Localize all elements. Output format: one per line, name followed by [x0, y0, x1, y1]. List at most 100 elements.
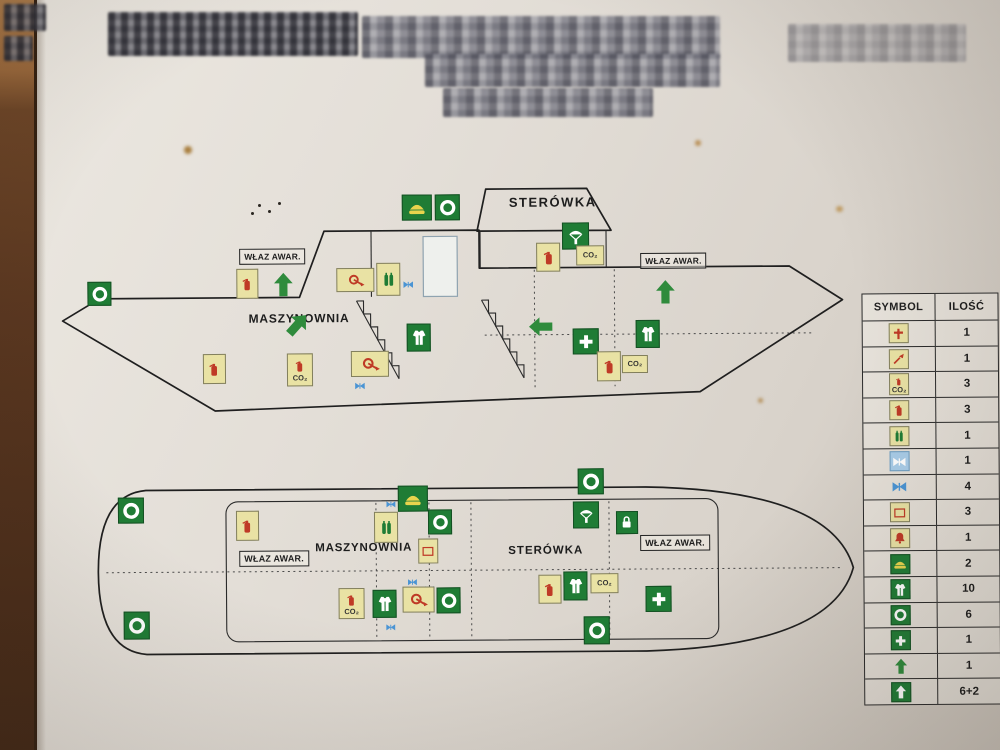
escape-hatch-label: WŁAZ AWAR.: [640, 252, 707, 270]
co2-tag-icon: CO₂: [576, 245, 605, 266]
valve-icon: [400, 278, 416, 292]
lifebuoy-icon: [436, 587, 461, 614]
gas-cylinders-icon: [376, 262, 401, 296]
ship-deckplan-outline: [97, 486, 855, 656]
legend-row: 1: [864, 652, 1000, 679]
legend-row: 2: [864, 549, 1000, 577]
dirt-speck: [251, 212, 254, 215]
redacted-corner-block: [4, 4, 46, 31]
legend-quantity: 1: [963, 352, 971, 365]
first-aid-icon: [572, 328, 599, 355]
redacted-title-block: [108, 12, 358, 56]
fire-extinguisher-icon: [538, 574, 562, 604]
lifebuoy-icon: [583, 616, 610, 645]
escape-route-arrow-icon: [269, 265, 297, 303]
valve-icon: [384, 621, 398, 634]
legend-header-row: SYMBOL ILOŚĆ: [862, 293, 997, 321]
legend-row: 1: [864, 626, 1000, 654]
legend-quantity: 1: [964, 531, 972, 544]
fire-extinguisher-icon: [236, 268, 259, 299]
legend-quantity-header: ILOŚĆ: [948, 300, 985, 313]
legend-row: 3: [863, 498, 1000, 526]
legend-gas-cylinders-icon: [889, 425, 910, 446]
co2-tag-icon: CO₂: [621, 354, 648, 374]
legend-quantity: 1: [964, 454, 971, 468]
legend-row: 10: [864, 575, 1000, 602]
valve-icon: [384, 498, 398, 511]
lifebuoy-icon: [123, 611, 150, 640]
lifejacket-icon: [635, 319, 660, 349]
redacted-corner-block: [4, 36, 33, 61]
legend-quantity: 10: [962, 582, 975, 596]
fire-extinguisher-icon: [536, 242, 561, 272]
legend-powder-extinguisher-icon: [889, 400, 910, 421]
escape-route-arrow-icon: [651, 273, 679, 311]
legend-quantity: 1: [963, 327, 970, 340]
lifejacket-icon: [406, 323, 431, 352]
legend-row: 1: [863, 447, 999, 475]
escape-hatch-label: WŁAZ AWAR.: [239, 550, 309, 567]
legend-quantity: 4: [964, 480, 972, 493]
legend-quantity: 6: [965, 608, 972, 621]
legend-row: CO₂ 3: [862, 370, 999, 398]
legend-symbol-header: SYMBOL: [862, 293, 936, 321]
dirt-speck: [268, 210, 271, 213]
legend-quantity: 1: [965, 634, 973, 647]
fire-hose-reel-icon: [402, 586, 435, 613]
lifebuoy-icon: [427, 509, 453, 535]
legend-assembly-arrow-icon: [892, 656, 910, 676]
padlock-icon: [615, 511, 639, 535]
legend-row: 1: [863, 421, 999, 449]
legend-quantity: 1: [965, 659, 973, 672]
liferaft-icon: [401, 194, 432, 221]
lifejacket-icon: [372, 589, 397, 618]
fire-hose-reel-icon: [350, 350, 390, 378]
co2-extinguisher-icon: CO₂: [338, 587, 365, 620]
legend-lifejacket-icon: [890, 579, 911, 600]
lifebuoy-icon: [117, 497, 145, 524]
engine-room-label: MASZYNOWNIA: [315, 541, 413, 555]
legend-liferaft-icon: [890, 553, 911, 574]
legend-first-aid-icon: [890, 630, 911, 651]
escape-hatch-label: WŁAZ AWAR.: [239, 248, 306, 265]
legend-quantity: 2: [965, 557, 972, 570]
valve-icon: [352, 379, 368, 393]
legend-emergency-exit-arrow-icon: [891, 681, 912, 702]
parachute-rocket-icon: [572, 501, 600, 529]
legend-row: 1: [864, 524, 1000, 551]
gas-cylinders-icon: [373, 511, 399, 543]
escape-hatch-label: WŁAZ AWAR.: [640, 534, 710, 552]
legend-quantity: 3: [964, 506, 972, 519]
legend-row: 4: [863, 473, 999, 500]
legend-fire-hose-nozzle-icon: [888, 349, 909, 370]
co2-tag-icon: CO₂: [590, 573, 619, 594]
legend-quantity: 6+2: [959, 685, 980, 698]
lifebuoy-icon: [577, 468, 604, 495]
door-frame-edge: [0, 0, 46, 750]
legend-row: 6+2: [865, 677, 1000, 705]
fire-extinguisher-icon: [596, 351, 622, 382]
wheelhouse-label: STERÓWKA: [508, 544, 584, 557]
dirt-speck: [258, 204, 261, 207]
legend-quantity: 3: [964, 403, 971, 416]
legend-lifebuoy-icon: [890, 604, 911, 626]
escape-route-arrow-icon: [527, 310, 555, 344]
first-aid-icon: [645, 585, 672, 612]
legend-remote-valve-icon: [889, 451, 910, 472]
wheelhouse-label: STERÓWKA: [508, 194, 597, 210]
paper-stain: [836, 206, 843, 212]
legend-co2-extinguisher-icon: CO₂: [889, 373, 910, 396]
legend-safety-sign-icon: [889, 502, 911, 523]
legend-quantity: 3: [963, 378, 971, 391]
legend-shutoff-valve-icon: [890, 477, 910, 497]
legend-row: 1: [862, 345, 998, 372]
redacted-subtitle-block: [425, 54, 720, 87]
legend-fire-hydrant-icon: [888, 323, 909, 344]
redacted-subtitle-block: [443, 88, 653, 117]
lifebuoy-icon: [434, 194, 460, 221]
redacted-title-block: [788, 24, 966, 62]
legend-table: SYMBOL ILOŚĆ 1 1 CO₂ 3 3 1: [861, 292, 1000, 706]
dirt-speck: [278, 202, 281, 205]
co2-extinguisher-icon: CO₂: [286, 353, 314, 387]
